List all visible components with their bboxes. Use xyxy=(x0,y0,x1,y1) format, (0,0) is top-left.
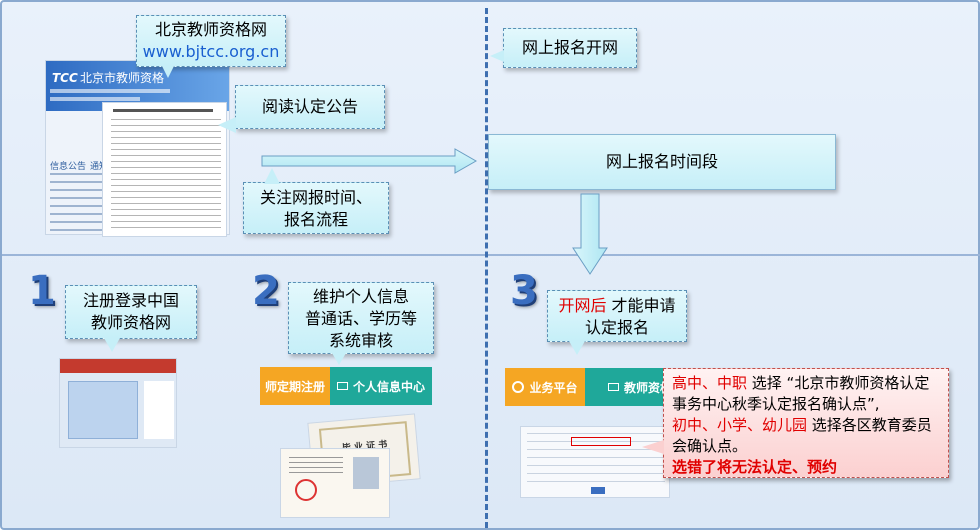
notice-document-screenshot xyxy=(102,102,227,237)
website-tab-notice[interactable]: 信息公告 xyxy=(50,162,87,172)
step-2-line2: 普通话、学历等 xyxy=(304,309,417,328)
register-page-screenshot xyxy=(59,358,177,448)
nav-business-platform[interactable]: 业务平台 xyxy=(505,368,585,406)
step-3-callout: 开网后 才能申请 认定报名 xyxy=(547,290,687,342)
doc-text-lines xyxy=(111,119,221,231)
step-1-line2: 教师资格网 xyxy=(90,313,171,332)
step-2-tail xyxy=(332,353,346,365)
step-1-number: 1 xyxy=(28,268,56,314)
nav-registration-label: 师定期注册 xyxy=(264,379,325,394)
attention-tail xyxy=(264,168,280,184)
step-1-tail xyxy=(104,338,120,352)
nav-personal-center[interactable]: 个人信息中心 xyxy=(330,367,432,405)
period-label: 网上报名时间段 xyxy=(605,152,718,171)
register-page-side xyxy=(144,381,174,439)
step-3-number: 3 xyxy=(510,268,538,314)
banner-line xyxy=(50,89,170,93)
attention-line1: 关注网报时间、 xyxy=(259,188,372,207)
register-page-header xyxy=(60,359,176,373)
note-senior-schools: 高中、中职 xyxy=(672,374,748,392)
certificate-text-lines xyxy=(289,457,343,475)
confirm-point-select[interactable] xyxy=(571,437,631,446)
step-3-red-text: 开网后 xyxy=(558,296,607,315)
step-2-callout: 维护个人信息 普通话、学历等 系统审核 xyxy=(288,282,434,354)
selection-note-tail xyxy=(642,440,664,454)
step-3-tail xyxy=(569,341,585,355)
website-logo: TCC xyxy=(52,71,78,85)
site-url[interactable]: www.bjtcc.org.cn xyxy=(142,42,280,61)
step-2-line3: 系统审核 xyxy=(328,331,393,350)
website-title: 北京市教师资格 xyxy=(80,71,165,85)
site-callout-tail xyxy=(162,66,174,78)
note-junior-instruction: 选择各区教育委员会确认点。 xyxy=(672,416,932,455)
period-box: 网上报名时间段 xyxy=(488,134,836,190)
step-2-nav-bar: 师定期注册 个人信息中心 xyxy=(260,367,432,405)
open-callout-tail xyxy=(490,50,504,62)
step-2-number: 2 xyxy=(252,268,280,314)
nav-personal-center-label: 个人信息中心 xyxy=(352,379,425,394)
banner-line xyxy=(50,97,140,101)
monitor-icon xyxy=(336,382,348,390)
nav-teacher-qualification-label: 教师资格 xyxy=(623,380,672,395)
nav-registration[interactable]: 师定期注册 xyxy=(260,367,330,405)
note-senior-instruction: 选择 “北京市教师资格认定事务中心秋季认定报名确认点”, xyxy=(672,374,930,413)
attention-line2: 报名流程 xyxy=(283,210,348,229)
timeline-divider xyxy=(485,8,488,528)
monitor-icon xyxy=(607,383,619,391)
section-divider xyxy=(2,254,980,256)
note-junior-schools: 初中、小学、幼儿园 xyxy=(672,416,808,434)
nav-business-platform-label: 业务平台 xyxy=(529,380,578,395)
photo-placeholder xyxy=(353,457,379,489)
website-tab-notify[interactable]: 通知 xyxy=(90,162,109,172)
application-form-screenshot xyxy=(520,426,670,498)
open-label: 网上报名开网 xyxy=(521,38,618,57)
step-1-line1: 注册登录中国 xyxy=(82,291,179,310)
open-callout: 网上报名开网 xyxy=(503,28,637,68)
read-notice-tail xyxy=(218,117,236,133)
step-3-line2: 认定报名 xyxy=(584,318,649,337)
step-2-line1: 维护个人信息 xyxy=(312,287,409,306)
right-arrow-icon xyxy=(261,148,478,174)
step-3-rest-text: 才能申请 xyxy=(606,296,676,315)
down-arrow-icon xyxy=(572,193,608,275)
website-list xyxy=(50,173,102,233)
form-submit-button[interactable] xyxy=(591,487,605,494)
read-notice-callout: 阅读认定公告 xyxy=(235,85,385,129)
attention-callout: 关注网报时间、 报名流程 xyxy=(243,182,389,234)
site-name: 北京教师资格网 xyxy=(154,20,267,39)
platform-icon xyxy=(512,381,525,393)
step-1-callout: 注册登录中国 教师资格网 xyxy=(65,285,197,339)
certificate-image xyxy=(280,448,390,518)
register-page-form xyxy=(68,381,138,439)
seal-icon xyxy=(295,479,317,501)
note-warning: 选错了将无法认定、预约 xyxy=(672,458,838,476)
site-callout: 北京教师资格网 www.bjtcc.org.cn xyxy=(136,15,286,67)
selection-note: 高中、中职 选择 “北京市教师资格认定事务中心秋季认定报名确认点”, 初中、小学… xyxy=(663,368,949,478)
read-notice-text: 阅读认定公告 xyxy=(261,97,358,116)
doc-title-line xyxy=(113,109,213,112)
